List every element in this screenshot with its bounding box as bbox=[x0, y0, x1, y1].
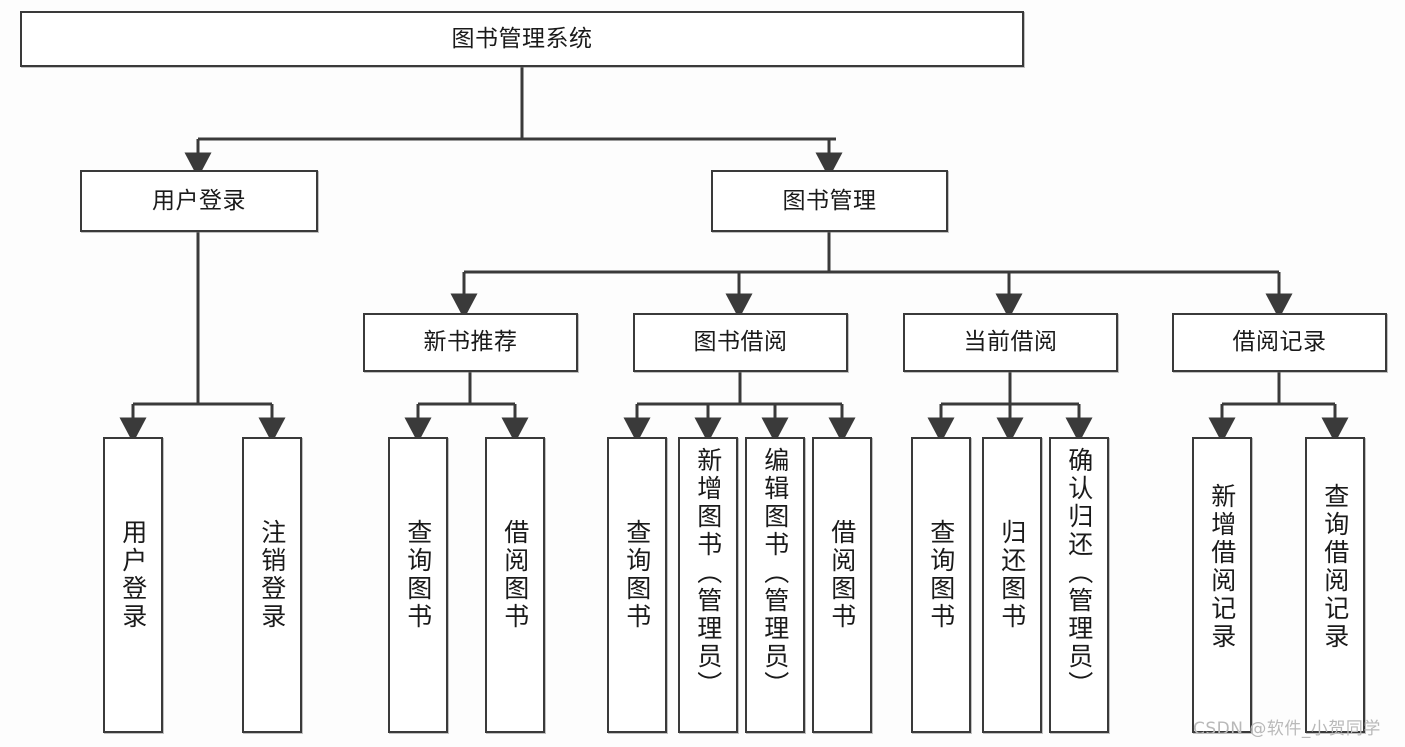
node-label: 确认归还（管理员） bbox=[1064, 447, 1094, 699]
node-label: 新增借阅记录 bbox=[1207, 483, 1237, 651]
leaf-query-book-borrow[interactable]: 查询图书 bbox=[607, 437, 667, 733]
leaf-edit-book[interactable]: 编辑图书（管理员） bbox=[745, 437, 805, 733]
node-label: 借阅图书 bbox=[827, 519, 857, 631]
leaf-confirm-return[interactable]: 确认归还（管理员） bbox=[1049, 437, 1109, 733]
leaf-user-login[interactable]: 用户登录 bbox=[103, 437, 163, 733]
node-current-borrow[interactable]: 当前借阅 bbox=[903, 313, 1118, 372]
node-label: 借阅记录 bbox=[1232, 329, 1327, 356]
leaf-borrow-book-borrow[interactable]: 借阅图书 bbox=[812, 437, 872, 733]
node-user-login[interactable]: 用户登录 bbox=[80, 170, 318, 232]
node-book-borrow[interactable]: 图书借阅 bbox=[633, 313, 848, 372]
node-label: 用户登录 bbox=[118, 519, 148, 631]
leaf-borrow-book-recommend[interactable]: 借阅图书 bbox=[485, 437, 545, 733]
node-label: 新书推荐 bbox=[423, 329, 518, 356]
leaf-user-logout[interactable]: 注销登录 bbox=[242, 437, 302, 733]
node-new-book-recommend[interactable]: 新书推荐 bbox=[363, 313, 578, 372]
leaf-add-borrow-record[interactable]: 新增借阅记录 bbox=[1192, 437, 1252, 733]
node-label: 查询图书 bbox=[403, 519, 433, 631]
node-label: 图书管理系统 bbox=[451, 25, 593, 52]
leaf-query-book-recommend[interactable]: 查询图书 bbox=[388, 437, 448, 733]
node-label: 当前借阅 bbox=[963, 329, 1058, 356]
node-label: 图书借阅 bbox=[693, 329, 788, 356]
node-label: 图书管理 bbox=[782, 187, 877, 214]
node-label: 用户登录 bbox=[152, 187, 246, 214]
node-root-system[interactable]: 图书管理系统 bbox=[20, 11, 1024, 67]
node-label: 查询借阅记录 bbox=[1320, 483, 1350, 651]
node-borrow-record[interactable]: 借阅记录 bbox=[1172, 313, 1387, 372]
node-label: 新增图书（管理员） bbox=[693, 447, 723, 699]
node-label: 注销登录 bbox=[257, 519, 287, 631]
leaf-query-book-current[interactable]: 查询图书 bbox=[911, 437, 971, 733]
node-book-management[interactable]: 图书管理 bbox=[711, 170, 948, 232]
leaf-query-borrow-record[interactable]: 查询借阅记录 bbox=[1305, 437, 1365, 733]
leaf-return-book[interactable]: 归还图书 bbox=[982, 437, 1042, 733]
csdn-watermark: CSDN @软件_小贺同学 bbox=[1193, 719, 1381, 739]
node-label: 编辑图书（管理员） bbox=[760, 447, 790, 699]
node-label: 查询图书 bbox=[622, 519, 652, 631]
leaf-add-book[interactable]: 新增图书（管理员） bbox=[678, 437, 738, 733]
node-label: 借阅图书 bbox=[500, 519, 530, 631]
node-label: 归还图书 bbox=[997, 519, 1027, 631]
node-label: 查询图书 bbox=[926, 519, 956, 631]
